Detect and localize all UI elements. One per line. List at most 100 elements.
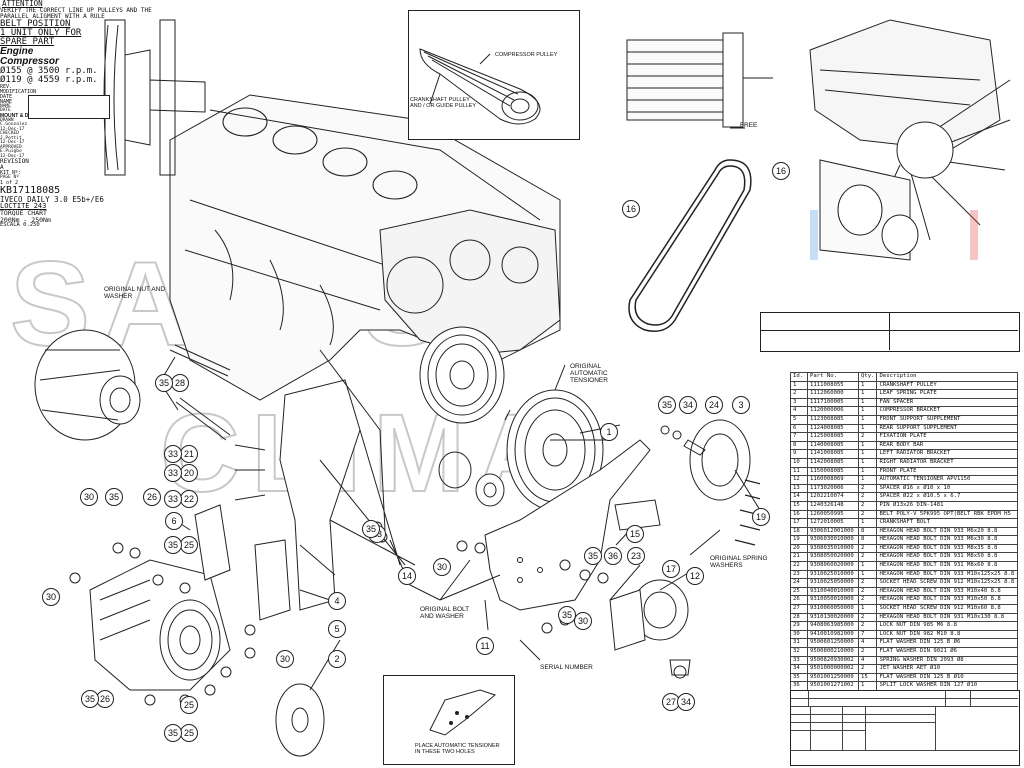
callout-34-b: 34: [677, 693, 695, 711]
parts-cell-id: 18: [790, 526, 808, 537]
parts-cell-qty: 2: [857, 612, 878, 623]
parts-cell-qty: 4: [857, 655, 878, 666]
parts-cell-id: 29: [790, 621, 808, 631]
callout-6: 6: [165, 512, 183, 530]
callout-14: 14: [398, 567, 416, 585]
callout-1: 1: [600, 423, 618, 441]
parts-cell-part: 1117100005: [807, 397, 859, 408]
parts-cell-id: 21: [790, 552, 808, 563]
drawn-label: DRAWN: [0, 117, 14, 123]
parts-cell-part: 9500601250000: [807, 638, 859, 648]
spare-line1: 1 UNIT ONLY FOR: [0, 27, 82, 38]
callout-19: 19: [752, 508, 770, 526]
attention-line1: VERIFY THE CORRECT LINE UP PULLEYS AND T…: [0, 6, 152, 14]
callout-35-a: 35: [155, 374, 173, 392]
parts-cell-qty: 1: [857, 457, 878, 468]
parts-cell-desc: HEXAGON HEAD BOLT DIN 933 M10x125x25 8.8: [876, 569, 1018, 580]
parts-cell-id: 24: [790, 578, 808, 588]
parts-cell-desc: REAR BODY BAR: [876, 440, 1018, 451]
callout-35-f: 35: [658, 396, 676, 414]
parts-cell-qty: 1: [857, 406, 878, 416]
parts-cell-qty: 2: [857, 432, 878, 442]
parts-cell-desc: BELT POLY-V 5PK995 OPT(BELT RBK EPDM H5: [876, 509, 1018, 520]
parts-cell-id: 2: [790, 389, 808, 399]
checked-name: J.Pettit: [0, 135, 22, 141]
parts-cell-part: 9306030010000: [807, 535, 859, 545]
callout-35-b: 35: [105, 488, 123, 506]
callout-5: 5: [328, 620, 346, 638]
parts-cell-id: 10: [790, 457, 808, 468]
parts-cell-qty: 1: [857, 414, 878, 425]
callout-12: 12: [686, 567, 704, 585]
compressor-speed: Ø119 @ 4559 r.p.m.: [0, 74, 98, 85]
parts-cell-desc: SOCKET HEAD SCREW DIN 912 M10x60 8.8: [876, 604, 1018, 614]
callout-35-c: 35: [164, 536, 182, 554]
callout-11: 11: [476, 637, 494, 655]
escala-label: ESCALA 0.250: [0, 222, 40, 228]
parts-cell-qty: 8: [857, 535, 878, 545]
parts-cell-id: 33: [790, 655, 808, 666]
parts-cell-part: 9501001250000: [807, 672, 859, 683]
callout-25-c: 25: [180, 724, 198, 742]
callout-15: 15: [626, 525, 644, 543]
revision-label: REVISION: [0, 158, 29, 165]
checked-label: CHECKED: [0, 131, 19, 136]
crankshaft-pulley-label: CRANKSHAFT PULLEY AND / OR GUIDE PULLEY: [410, 97, 477, 110]
parts-cell-desc: FLAT WASHER DIN 125 B Ø6: [876, 638, 1018, 648]
parts-cell-desc: FAN SPACER: [876, 397, 1018, 408]
parts-cell-part: 1260050995: [807, 509, 859, 520]
engine-speed: Ø155 @ 3500 r.p.m.: [0, 65, 98, 76]
parts-cell-desc: HEXAGON HEAD BOLT DIN 933 M10x50 8.8: [876, 595, 1018, 606]
torque-chart-box: [28, 95, 110, 119]
callout-26-a: 26: [143, 488, 161, 506]
parts-cell-part: 9306012001000: [807, 526, 859, 537]
parts-cell-desc: COMPRESSOR BRACKET: [876, 406, 1018, 416]
callout-36: 36: [604, 547, 622, 565]
exploded-diagram: [34, 19, 760, 757]
parts-cell-part: 9308035010000: [807, 543, 859, 554]
approved-date: 12-Dec-17: [0, 153, 25, 159]
parts-cell-part: 1112060000: [807, 389, 859, 399]
parts-cell-part: 9501000000002: [807, 664, 859, 674]
parts-cell-part: 9310025010000: [807, 569, 859, 580]
vehicle-name: IVECO DAILY 3.0 E5b+/E6: [0, 194, 104, 204]
parts-cell-part: 1150008085: [807, 466, 859, 477]
col-name-label: NAME: [0, 103, 11, 109]
compressor-header: Compressor: [0, 55, 59, 67]
parts-cell-id: 6: [790, 423, 808, 434]
parts-cell-qty: 1: [857, 475, 878, 485]
parts-cell-qty: 2: [857, 586, 878, 597]
parts-cell-desc: PIN Ø13x26 DIN-1481: [876, 500, 1018, 511]
parts-cell-qty: 7: [857, 629, 878, 640]
attention-belt-drawing: [419, 48, 541, 125]
callout-34-a: 34: [679, 396, 697, 414]
loctite-label: LOCTITE 243: [0, 202, 47, 210]
parts-cell-part: 9500820930002: [807, 655, 859, 666]
callout-25-b: 25: [180, 696, 198, 714]
drawn-name: C.Gonzalez: [0, 122, 28, 127]
callout-16: 16: [622, 200, 640, 218]
parts-cell-id: 5: [790, 414, 808, 425]
spare-line2: SPARE PART: [0, 36, 55, 47]
callout-35-e: 35: [164, 724, 182, 742]
parts-cell-part: 9310025050000: [807, 578, 859, 588]
parts-cell-id: 16: [790, 509, 808, 520]
original-bolt-label: ORIGINAL BOLT AND WASHER: [420, 606, 470, 621]
parts-cell-desc: RIGHT RADIATOR BRACKET: [876, 457, 1018, 468]
